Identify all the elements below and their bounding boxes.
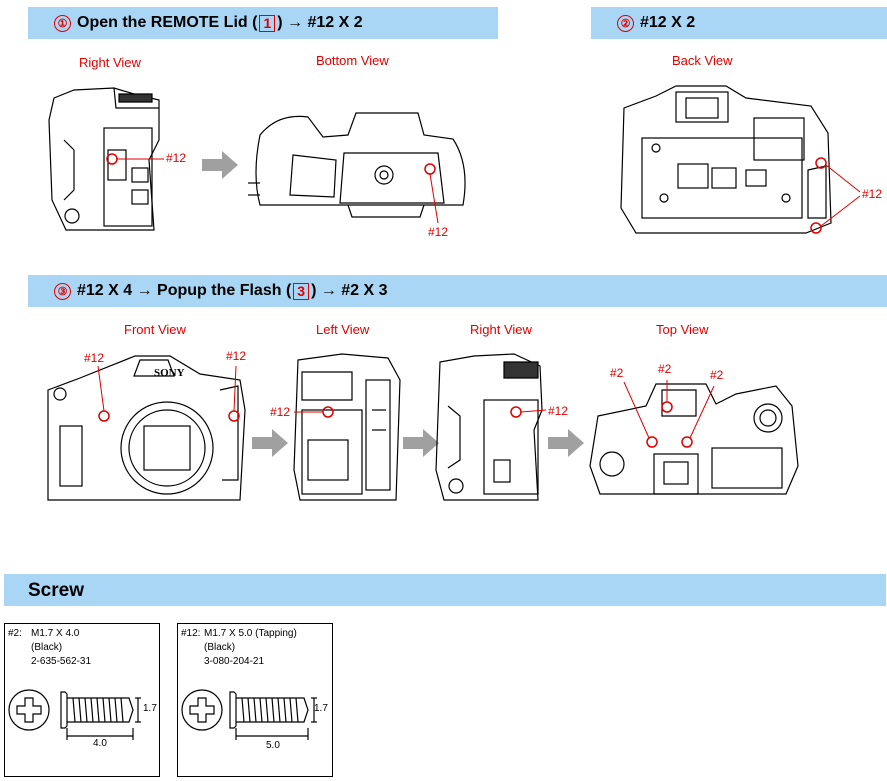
top-view-label: Top View xyxy=(656,322,709,337)
bottom-view-label: Bottom View xyxy=(316,53,389,68)
step-1-bar: ① Open the REMOTE Lid ( 1 ) → #12 X 2 xyxy=(28,7,498,39)
camera-top-view-drawing xyxy=(589,380,799,495)
screw-diagram-icon xyxy=(181,689,317,740)
screw-spec-name: M1.7 X 4.0 xyxy=(31,628,80,639)
screw-callout-2-a: #2 xyxy=(610,366,624,380)
arrow-right-icon xyxy=(252,429,288,457)
screw-spec-code: #12: xyxy=(181,628,201,639)
right-view-label-2: Right View xyxy=(470,322,532,337)
arrow-right-icon xyxy=(548,429,584,457)
camera-right-view-drawing xyxy=(48,87,164,231)
step-3-bar: ③ #12 X 4 → Popup the Flash ( 3 ) → #2 X… xyxy=(28,275,887,307)
right-view-label: Right View xyxy=(79,55,141,70)
screw-diagram-icon xyxy=(8,689,141,740)
camera-front-view-drawing: SONY xyxy=(47,355,246,501)
arrow-right-icon xyxy=(403,429,439,457)
step-3-text-a: #12 X 4 → Popup the Flash ( xyxy=(77,282,292,299)
step-1-text-a: Open the REMOTE Lid ( xyxy=(77,14,258,31)
back-view-label: Back View xyxy=(672,53,733,68)
screw-spec-part: 2-635-562-31 xyxy=(31,656,92,667)
left-view-label: Left View xyxy=(316,322,370,337)
step-3-text-b: ) → #2 X 3 xyxy=(311,282,388,299)
screw-spec-length: 5.0 xyxy=(266,740,280,751)
step-3-number: ③ xyxy=(54,282,71,300)
screw-section-title: Screw xyxy=(28,580,84,601)
screw-spec-diameter: 1.7 xyxy=(314,703,328,714)
screw-callout-12-c: #12 xyxy=(862,187,883,201)
screw-callout-12-b: #12 xyxy=(428,225,449,239)
screw-section-bar xyxy=(4,574,886,606)
screw-spec-color: (Black) xyxy=(204,642,236,653)
screw-callout-2-b: #2 xyxy=(658,362,672,376)
camera-right-view-2-drawing xyxy=(435,353,547,501)
step-1-ref-box: 1 xyxy=(259,14,276,32)
screw-callout-12-a: #12 xyxy=(166,151,187,165)
screw-spec-part: 3-080-204-21 xyxy=(204,656,265,667)
step-1-text-b: ) → #12 X 2 xyxy=(277,14,363,31)
screw-callout-12-d: #12 xyxy=(84,351,105,365)
camera-left-view-drawing xyxy=(293,353,401,501)
svg-text:SONY: SONY xyxy=(154,367,185,379)
step-3-ref-box: 3 xyxy=(293,282,310,300)
screw-spec-length: 4.0 xyxy=(93,738,107,749)
screw-callout-12-g: #12 xyxy=(548,404,569,418)
screw-spec-code: #2: xyxy=(8,628,22,639)
screw-spec-card-12: #12: M1.7 X 5.0 (Tapping) (Black) 3-080-… xyxy=(177,623,333,777)
screw-spec-diameter: 1.7 xyxy=(143,703,157,714)
screw-spec-color: (Black) xyxy=(31,642,63,653)
screw-callout-12-e: #12 xyxy=(226,349,247,363)
screw-spec-name: M1.7 X 5.0 (Tapping) xyxy=(204,628,297,639)
screw-callout-2-c: #2 xyxy=(710,368,724,382)
step-2-number: ② xyxy=(617,14,634,32)
step-2-bar: ② #12 X 2 xyxy=(591,7,887,39)
arrow-right-icon xyxy=(202,151,238,179)
camera-back-view-drawing xyxy=(620,85,861,234)
step-1-number: ① xyxy=(54,14,71,32)
step-2-text: #12 X 2 xyxy=(640,14,696,31)
screw-spec-card-2: #2: M1.7 X 4.0 (Black) 2-635-562-31 1.7 … xyxy=(4,623,160,777)
front-view-label: Front View xyxy=(124,322,186,337)
camera-bottom-view-drawing xyxy=(248,112,466,224)
screw-callout-12-f: #12 xyxy=(270,405,291,419)
